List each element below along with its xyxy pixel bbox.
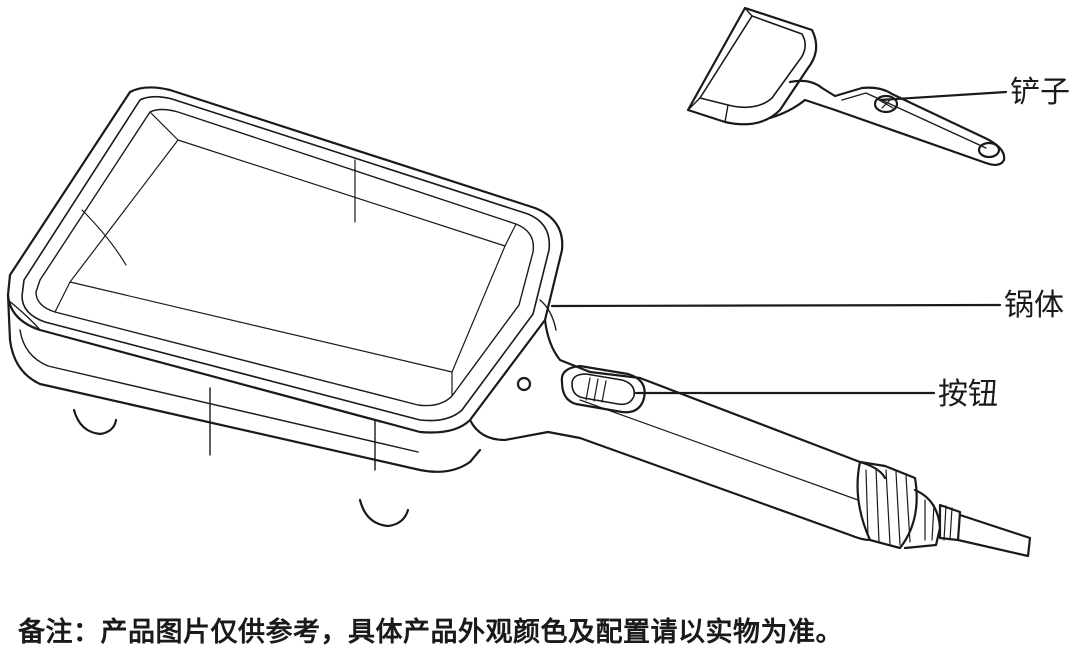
pan-illustration [6,86,1032,558]
disclaimer-note: 备注：产品图片仅供参考，具体产品外观颜色及配置请以实物为准。 [18,617,843,648]
leader-line-pan-body [550,303,1002,308]
leader-line-spatula [878,90,1008,102]
spatula-illustration [686,6,1006,167]
label-spatula: 铲子 [1010,75,1070,110]
button-illustration [560,364,646,414]
label-pan-body: 锅体 [1004,288,1064,323]
label-button: 按钮 [938,377,998,412]
